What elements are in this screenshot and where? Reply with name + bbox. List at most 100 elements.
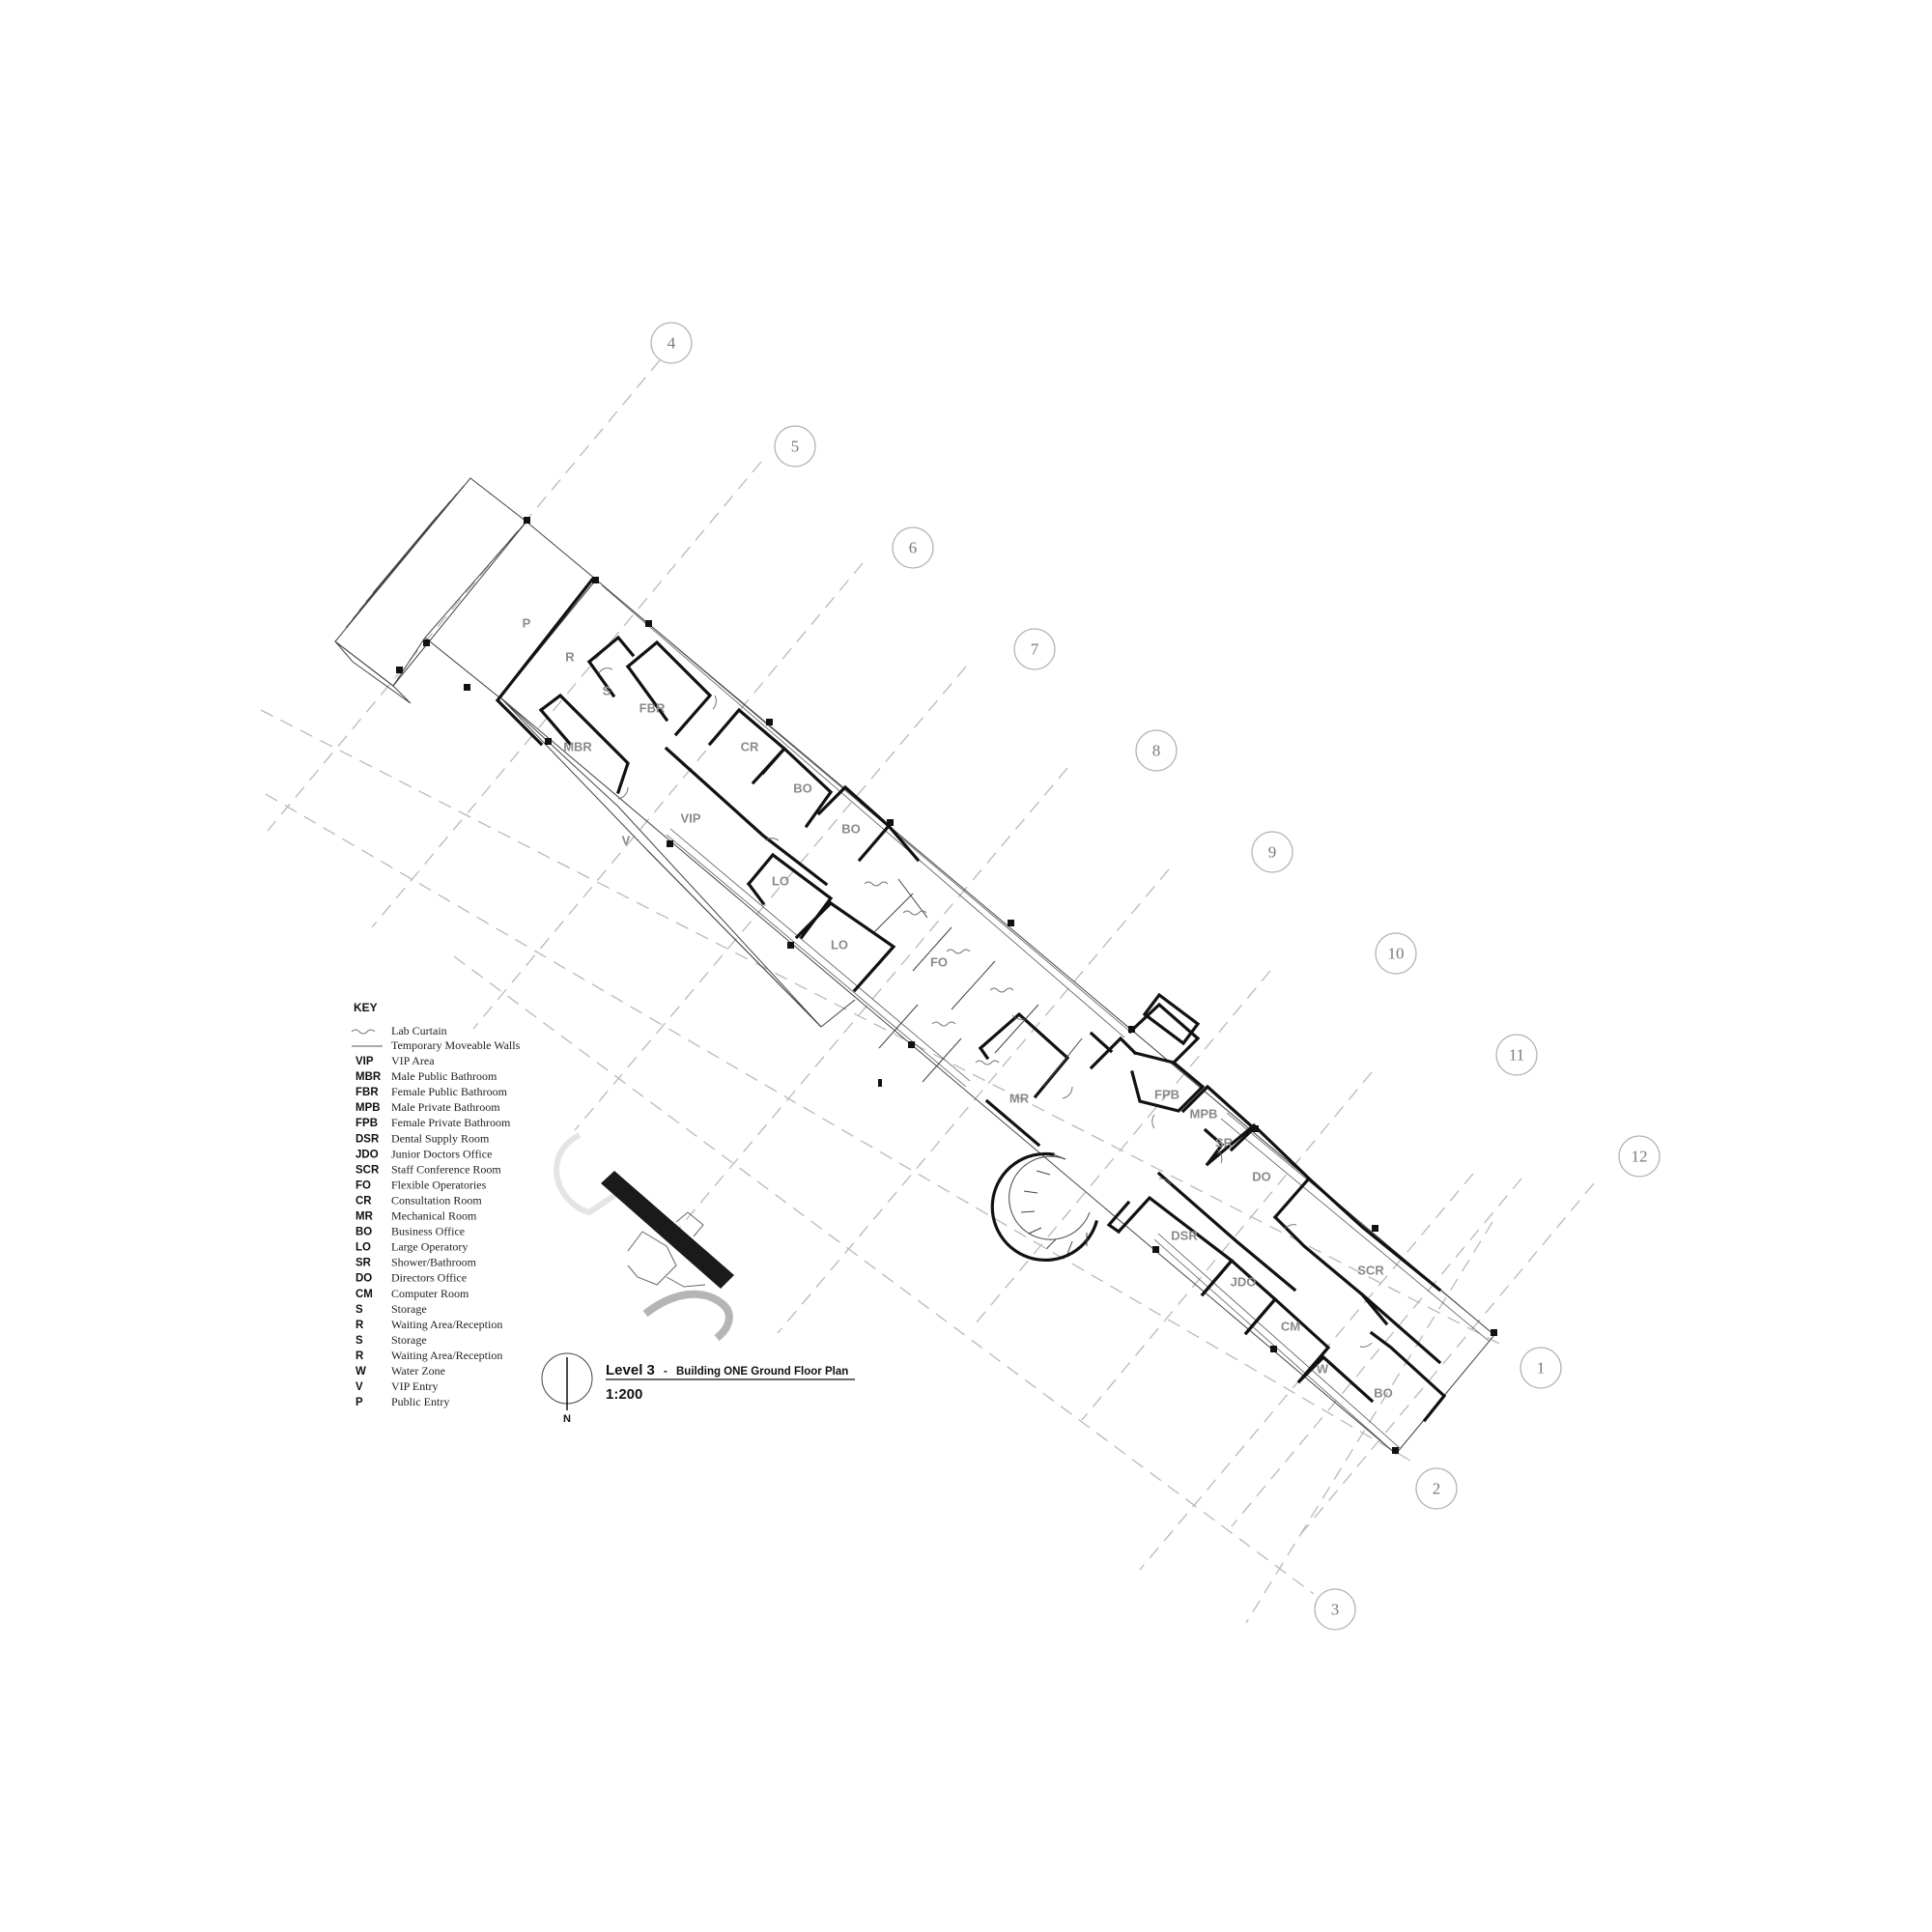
room-label-lo-2: LO [831,938,848,952]
key-description: Shower/Bathroom [391,1256,477,1269]
lab-curtain-symbol [351,1029,376,1035]
grid-bubbles: 4 5 6 7 8 9 10 11 12 1 2 3 [650,322,1661,1631]
key-legend: KEY Lab Curtain Temporary Moveable Walls… [351,1001,521,1408]
svg-text:4: 4 [668,334,676,353]
grid-bubble-7: 7 [1013,628,1056,670]
svg-text:10: 10 [1388,945,1405,963]
key-description: Computer Room [391,1287,469,1300]
key-description: Female Public Bathroom [391,1085,508,1098]
room-label-scr: SCR [1357,1264,1384,1278]
room-label-w: W [1317,1362,1329,1377]
grid-bubble-4: 4 [650,322,693,364]
key-abbr: FO [355,1179,371,1191]
svg-text:2: 2 [1433,1480,1441,1498]
key-abbr: DSR [355,1133,380,1145]
room-label-fo: FO [930,955,948,970]
key-abbr: MBR [355,1071,382,1083]
key-description: Waiting Area/Reception [391,1349,502,1362]
room-label-fbr: FBR [639,701,666,716]
grid-bubble-12: 12 [1618,1135,1661,1178]
room-label-lo-1: LO [772,874,789,889]
svg-text:5: 5 [791,438,800,456]
key-abbr: S [355,1335,363,1347]
grid-bubble-10: 10 [1375,932,1417,975]
columns [396,517,1497,1454]
key-abbr: LO [355,1242,371,1254]
grid-bubble-11: 11 [1495,1034,1538,1076]
room-label-bo-3: BO [1374,1386,1393,1401]
room-labels: P R S FBR MBR CR BO BO VIP V LO LO FO MR… [523,616,1393,1401]
drawing-title: Level 3 - Building ONE Ground Floor Plan… [606,1362,855,1403]
grid-bubble-6: 6 [892,526,934,569]
room-label-jdo: JDO [1231,1275,1257,1290]
key-description: VIP Area [391,1054,435,1067]
north-arrow: N [541,1352,593,1425]
key-description: Large Operatory [391,1240,468,1254]
room-label-do: DO [1252,1170,1271,1184]
room-label-s: S [603,684,611,698]
key-description: Staff Conference Room [391,1162,501,1176]
key-abbr: FPB [355,1118,378,1129]
key-description: Water Zone [391,1364,445,1378]
title-level: Level 3 [606,1362,655,1378]
room-label-fpb: FPB [1154,1088,1179,1102]
grid-lines [260,359,1595,1624]
key-abbr: R [355,1350,364,1362]
key-description: Directors Office [391,1271,467,1285]
title-subtitle: Building ONE Ground Floor Plan [676,1366,848,1378]
svg-text:12: 12 [1632,1148,1648,1166]
key-abbr: S [355,1304,363,1316]
room-label-p: P [523,616,531,631]
room-label-v: V [622,834,631,848]
svg-text:3: 3 [1331,1601,1340,1619]
doors [598,668,1373,1348]
building-outline [334,477,1495,1455]
key-abbr: P [355,1397,363,1408]
title-dash: - [664,1366,668,1378]
walls [495,577,1447,1423]
svg-text:1: 1 [1537,1359,1546,1378]
key-title: KEY [354,1001,378,1014]
key-description: Consultation Room [391,1194,482,1208]
room-label-vip: VIP [681,811,701,826]
flexible-operatory-partitions [864,878,1083,1088]
key-description: Public Entry [391,1395,449,1408]
key-abbr: VIP [355,1056,374,1067]
svg-text:7: 7 [1031,640,1039,659]
key-description: Storage [391,1302,427,1316]
key-description: Flexible Operatories [391,1178,487,1191]
svg-text:9: 9 [1268,843,1277,862]
room-label-sr: SR [1215,1136,1234,1151]
grid-bubble-5: 5 [774,425,816,468]
room-label-cm: CM [1281,1320,1300,1334]
key-legend-curtain: Lab Curtain [391,1024,447,1037]
key-description: Male Private Bathroom [391,1100,500,1114]
svg-text:11: 11 [1509,1046,1524,1065]
room-label-bo-2: BO [841,822,861,837]
room-label-bo-1: BO [793,781,812,796]
key-abbr: SCR [355,1164,380,1176]
svg-text:N: N [563,1413,571,1425]
room-label-r: R [565,650,575,665]
room-label-mpb: MPB [1190,1107,1218,1122]
grid-bubble-8: 8 [1135,729,1178,772]
key-abbr: MR [355,1211,374,1223]
key-description: Female Private Bathroom [391,1116,511,1129]
key-description: Male Public Bathroom [391,1069,497,1083]
key-abbr: R [355,1320,364,1331]
key-description: Dental Supply Room [391,1131,490,1145]
room-label-cr: CR [741,740,759,754]
key-abbr: MPB [355,1102,381,1114]
key-abbr: DO [355,1273,372,1285]
key-description: Business Office [391,1225,465,1238]
spiral-stair [990,1151,1098,1262]
grid-bubble-2: 2 [1415,1467,1458,1510]
key-description: Storage [391,1333,427,1347]
key-abbr: CR [355,1196,372,1208]
key-abbr: FBR [355,1087,379,1098]
site-location-map [554,1132,734,1342]
title-scale: 1:200 [606,1386,642,1403]
room-label-dsr: DSR [1171,1229,1198,1243]
